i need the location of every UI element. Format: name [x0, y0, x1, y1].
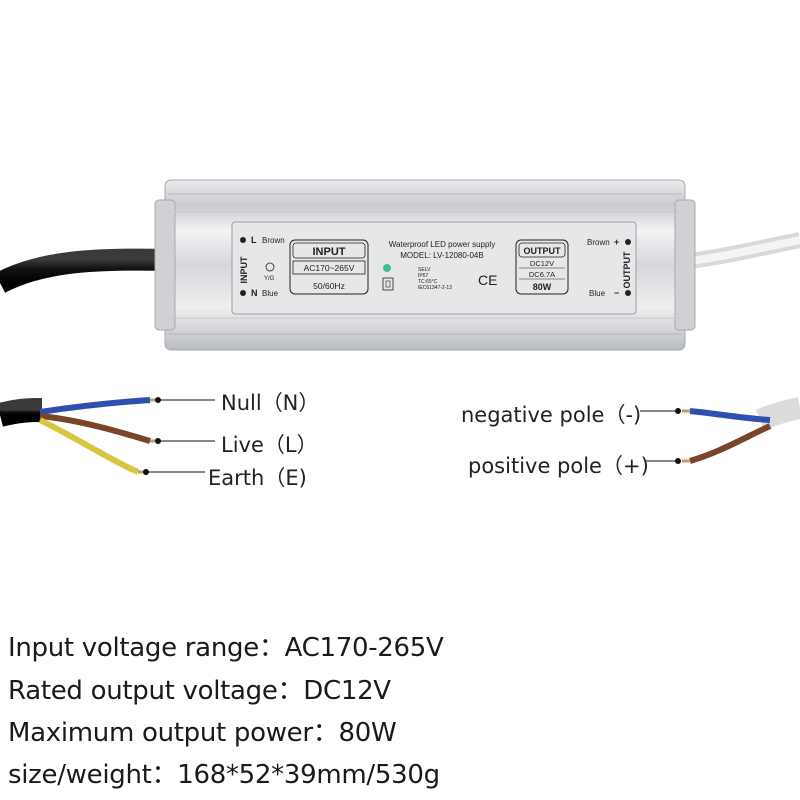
earth-label: Y/G [264, 276, 275, 282]
double-insulation-icon [382, 277, 394, 291]
input-side-label: INPUT [239, 256, 249, 284]
cert-line: TC:65°C [418, 279, 438, 285]
spec-output-power: Maximum output power：80W [8, 718, 397, 748]
earth-wire-label: Earth（E) [208, 466, 307, 490]
live-wire [39, 413, 151, 444]
l-terminal-label: L [251, 235, 257, 245]
center-labels: Waterproof LED power supply MODEL: LV-12… [382, 240, 497, 291]
n-terminal-dot [240, 290, 246, 296]
minus-sign: − [614, 288, 619, 298]
output-power: 80W [533, 282, 552, 292]
output-voltage: DC12V [530, 259, 554, 268]
live-wire-label: Live（L） [221, 433, 318, 457]
left-terminal-labels: INPUT L Brown Y/G N Blue [239, 235, 285, 298]
cert-line: IEC61347-2-13 [418, 285, 452, 291]
earth-icon [265, 262, 275, 272]
ce-mark: CE [478, 272, 497, 288]
input-cable [0, 248, 171, 293]
n-terminal-label: N [251, 288, 258, 298]
positive-wire [689, 423, 772, 464]
power-supply-body [154, 179, 696, 351]
status-led-icon [383, 264, 391, 272]
output-cable [679, 232, 800, 270]
spec-size-weight: size/weight：168*52*39mm/530g [8, 760, 440, 790]
product-title: Waterproof LED power supply [389, 240, 495, 249]
spec-output-voltage: Rated output voltage：DC12V [8, 676, 391, 706]
positive-pole-label: positive pole（+) [468, 454, 649, 478]
input-voltage: AC170~265V [304, 263, 355, 273]
l-terminal-dot [240, 237, 246, 243]
output-current: DC6.7A [529, 270, 555, 279]
plus-sign: + [614, 237, 619, 247]
model-number: MODEL: LV-12080-04B [400, 251, 483, 260]
n-terminal-color: Blue [262, 289, 279, 298]
blue-label: Blue [589, 289, 606, 298]
null-wire [39, 397, 151, 415]
brown-label: Brown [587, 238, 610, 247]
output-title: OUTPUT [524, 246, 562, 256]
input-rating-box: INPUT AC170~265V 50/60Hz [289, 239, 369, 295]
negative-wire [689, 408, 771, 423]
input-wires [0, 397, 215, 475]
output-rating-box: OUTPUT DC12V DC6.7A 80W [515, 239, 569, 295]
spec-input-voltage: Input voltage range：AC170-265V [8, 633, 444, 663]
l-terminal-color: Brown [262, 236, 285, 245]
earth-wire [38, 417, 140, 475]
input-title: INPUT [313, 246, 346, 258]
negative-pole-label: negative pole（-) [461, 403, 642, 427]
input-frequency: 50/60Hz [313, 281, 345, 291]
cert-line: SELV [418, 267, 431, 273]
cert-line: IP67 [418, 273, 429, 279]
right-terminal-labels: Brown + OUTPUT Blue − [587, 237, 632, 298]
null-wire-label: Null（N） [221, 391, 320, 415]
output-side-label: OUTPUT [622, 251, 632, 289]
output-wires [640, 397, 800, 464]
